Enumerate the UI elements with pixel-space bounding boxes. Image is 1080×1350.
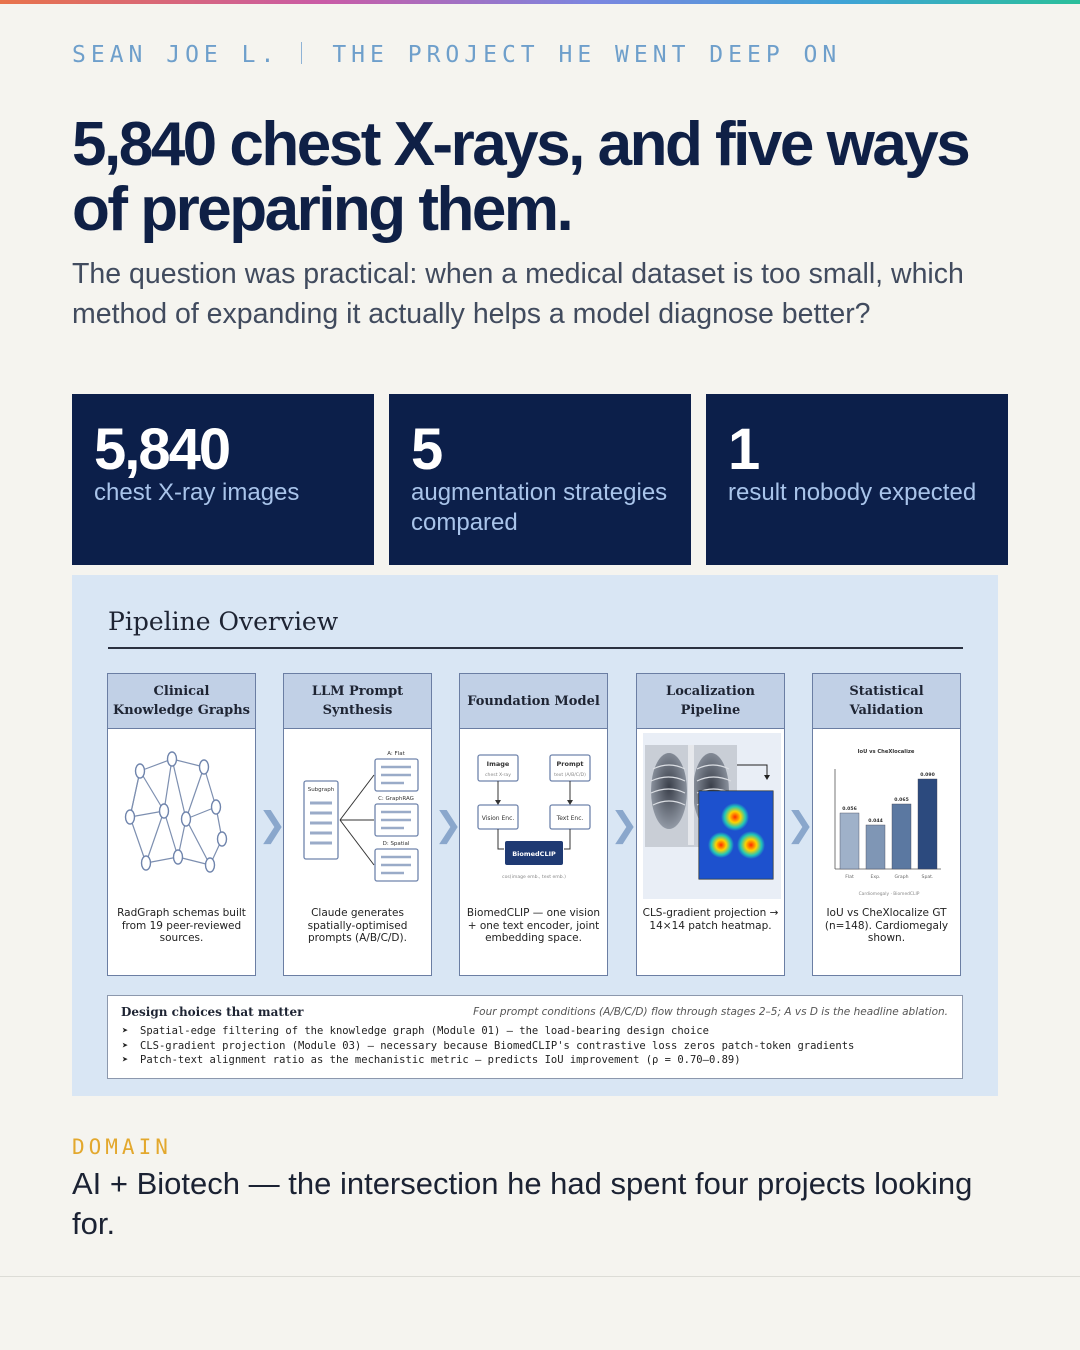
bullet-arrow-icon: ➤: [122, 1039, 129, 1052]
chart-tick-label: Spat.: [922, 874, 934, 880]
image-box-sub: chest X-ray: [485, 772, 511, 778]
stat-card-images: 5,840 chest X-ray images: [72, 394, 374, 565]
chart-legend: Cardiomegaly · BiomedCLIP: [859, 891, 920, 897]
output-label: A: Flat: [387, 751, 405, 757]
subheadline: The question was practical: when a medic…: [72, 258, 964, 330]
bullet-arrow-icon: ➤: [122, 1054, 129, 1067]
section-label: THE PROJECT HE WENT DEEP ON: [332, 42, 842, 68]
chevron-right-icon: ❯: [786, 805, 815, 845]
prompt-box-label: Prompt: [557, 760, 584, 768]
foundation-model-art: Image chest X-ray Prompt text (A/B/C/D) …: [460, 729, 607, 899]
kicker-divider: [301, 42, 303, 64]
bullet-arrow-icon: ➤: [122, 1025, 129, 1037]
chart-tick-label: Graph: [894, 874, 908, 880]
stat-label: result nobody expected: [728, 479, 977, 506]
design-choices-box: Design choices that matter Four prompt c…: [107, 995, 963, 1079]
stage-localization: Localization Pipeline: [636, 673, 785, 976]
prompt-branch-icon: Subgraph A: Flat C: GraphRAG D: Spatial: [303, 751, 419, 882]
chart-tick-label: Flat: [845, 874, 854, 880]
stage-title: Localization Pipeline: [637, 674, 784, 729]
stat-label: augmentation strategies compared: [411, 479, 668, 536]
kicker: SEAN JOE L. THE PROJECT HE WENT DEEP ON: [72, 42, 841, 68]
stage-statistical-validation: Statistical Validation IoU vs CheXlocali…: [812, 673, 961, 976]
design-heading: Design choices that matter: [121, 1005, 304, 1019]
subgraph-label: Subgraph: [308, 787, 335, 793]
footer-divider: [0, 1276, 1080, 1277]
stat-card-result: 1 result nobody expected: [706, 394, 1008, 565]
stat-card-strategies: 5 augmentation strategies compared: [389, 394, 691, 565]
graph-network-icon: [124, 751, 228, 873]
stage-title: Foundation Model: [460, 674, 607, 729]
chart-tick-label: Exp.: [871, 874, 881, 880]
prompt-synthesis-art: Subgraph A: Flat C: GraphRAG D: Spatial: [284, 729, 431, 899]
chart-bar-flat: [839, 812, 860, 870]
chevron-right-icon: ❯: [434, 805, 463, 845]
stage-caption: RadGraph schemas built from 19 peer-revi…: [117, 907, 246, 945]
stage-caption: BiomedCLIP — one vision + one text encod…: [466, 907, 601, 945]
author-name: SEAN JOE L.: [72, 42, 280, 68]
headline: 5,840 chest X-rays, and five ways of pre…: [72, 110, 971, 244]
stage-title: Clinical Knowledge Graphs: [108, 674, 255, 729]
stage-caption: CLS-gradient projection → 14×14 patch he…: [642, 907, 779, 932]
xray-heatmap-image: [643, 733, 781, 899]
stage-title: Statistical Validation: [813, 674, 960, 729]
stage-caption: IoU vs CheXlocalize GT (n=148). Cardiome…: [824, 907, 949, 945]
vision-encoder-label: Vision Enc.: [482, 815, 515, 822]
chart-bar-spat: [917, 778, 938, 870]
figure-title-rule: [108, 647, 963, 649]
image-box-label: Image: [487, 760, 510, 768]
figure-title: Pipeline Overview: [108, 607, 339, 636]
output-label: C: GraphRAG: [378, 796, 414, 802]
model-diagram-icon: Image chest X-ray Prompt text (A/B/C/D) …: [477, 754, 591, 880]
biomedclip-box-label: BiomedCLIP: [512, 850, 556, 858]
chart-bar-graph: [891, 803, 912, 870]
knowledge-graph-art: [108, 729, 255, 899]
biomedclip-box-sub: cos(image emb., text emb.): [502, 874, 566, 880]
localization-art: [637, 729, 784, 899]
design-note: Four prompt conditions (A/B/C/D) flow th…: [473, 1006, 948, 1018]
design-list: ➤Spatial-edge filtering of the knowledge…: [122, 1024, 854, 1068]
chevron-right-icon: ❯: [258, 805, 287, 845]
chevron-right-icon: ❯: [610, 805, 639, 845]
chart-value-label: 0.044: [868, 818, 883, 824]
stage-foundation-model: Foundation Model Image chest X-ray Promp…: [459, 673, 608, 976]
chart-value-label: 0.056: [842, 806, 857, 812]
top-gradient-bar: [0, 0, 1080, 4]
stage-title: LLM Prompt Synthesis: [284, 674, 431, 729]
list-item: ➤CLS-gradient projection (Module 03) — n…: [122, 1039, 855, 1052]
stage-caption: Claude generates spatially-optimised pro…: [307, 907, 408, 945]
chart-title: IoU vs CheXlocalize: [858, 749, 915, 755]
pipeline-figure: Pipeline Overview Clinical Knowledge Gra…: [72, 575, 998, 1096]
text-encoder-label: Text Enc.: [556, 815, 584, 822]
chart-bar-exp: [865, 824, 886, 870]
domain-text: AI + Biotech — the intersection he had s…: [72, 1166, 973, 1241]
stat-value: 5,840: [94, 417, 231, 482]
chart-value-label: 0.065: [894, 797, 909, 803]
output-label: D: Spatial: [383, 841, 410, 847]
domain-label: DOMAIN: [72, 1135, 172, 1159]
stat-label: chest X-ray images: [94, 479, 300, 506]
stat-value: 1: [728, 417, 760, 482]
prompt-box-sub: text (A/B/C/D): [554, 772, 586, 778]
stage-knowledge-graphs: Clinical Knowledge Graphs: [107, 673, 256, 976]
list-item: ➤Patch-text alignment ratio as the mecha…: [122, 1054, 741, 1067]
stage-prompt-synthesis: LLM Prompt Synthesis Subgraph A: Flat C:…: [283, 673, 432, 976]
chart-value-label: 0.090: [920, 772, 935, 778]
list-item: ➤Spatial-edge filtering of the knowledge…: [122, 1025, 709, 1037]
stat-value: 5: [411, 417, 443, 482]
